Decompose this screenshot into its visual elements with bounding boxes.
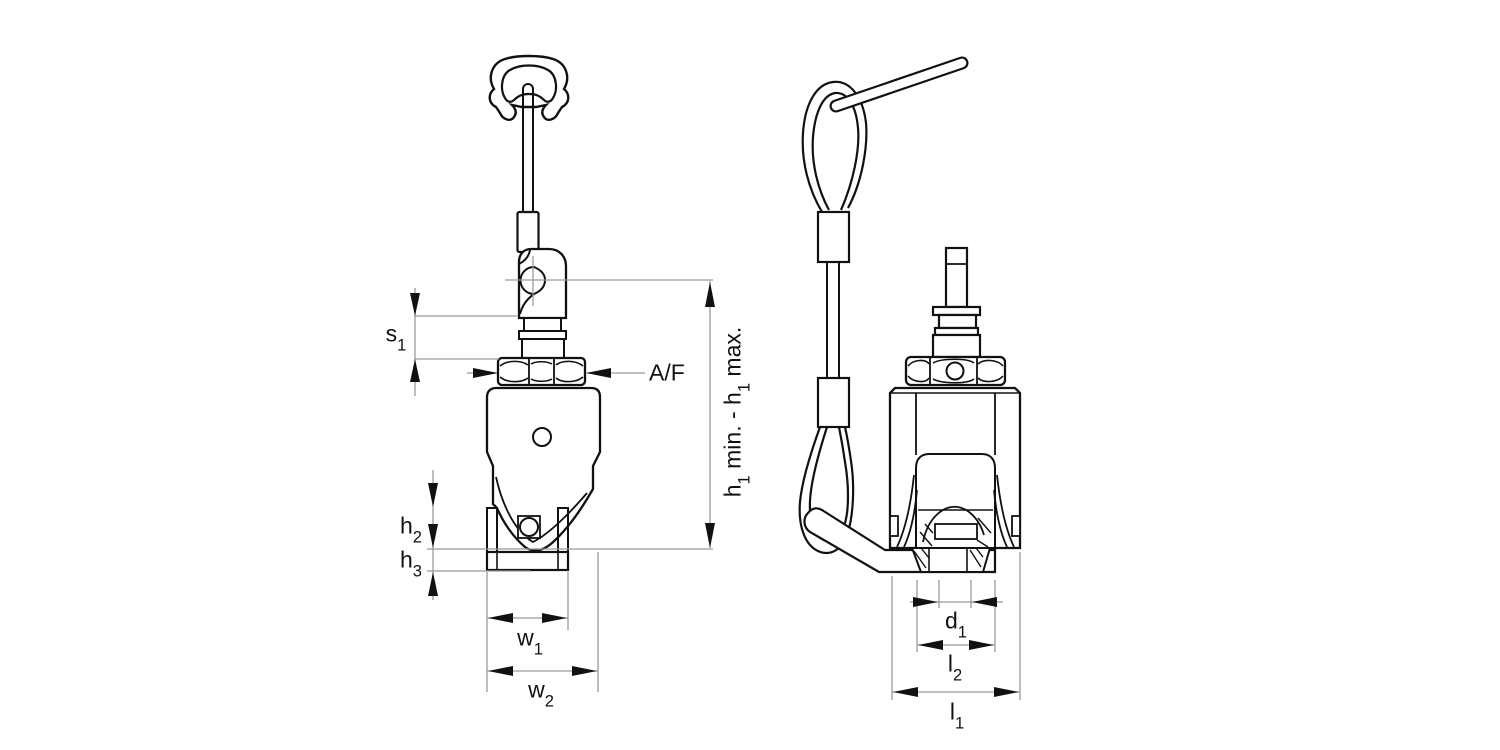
dim-label-l2: l2 [947,650,963,685]
hook-head [517,247,568,320]
upper-wire-loop [801,80,868,213]
left-figure-front-view [485,54,602,572]
hex-nut-side [904,355,1007,387]
cable-front [522,83,534,213]
channel-jaw [485,507,570,572]
lower-ferrule-side [816,376,851,429]
dimension-layer [410,256,1021,700]
dim-label-w1: w1 [517,624,543,659]
body-hole [532,427,552,447]
dim-label-h3: h3 [400,546,422,581]
dim-label-af: A/F [649,359,685,386]
dim-label-w2: w2 [528,676,554,711]
release-pin-stack [931,246,982,359]
dim-label-h1-range: h1 min. - h1 max. [719,326,754,498]
dim-label-h2: h2 [400,512,422,547]
right-figure-side-view [798,56,1022,574]
clamp-body-front [485,386,602,552]
dim-label-d1: d1 [945,607,967,642]
wire-rope-thimble [488,54,570,121]
ring-flange [518,330,567,340]
dim-label-l1: l1 [949,698,965,733]
bottom-anchor-nut [910,547,992,573]
dim-label-s1: s1 [385,320,407,355]
jaw-inner-curve [495,476,588,544]
ferrule-front [516,210,540,254]
stem [523,317,562,332]
upper-ferrule-side [816,210,851,264]
clamp-body-side [888,386,1022,572]
collar [521,338,565,359]
hex-nut-front [496,356,587,387]
jaw-pin [517,515,541,539]
upper-toggle-pin [829,56,969,113]
